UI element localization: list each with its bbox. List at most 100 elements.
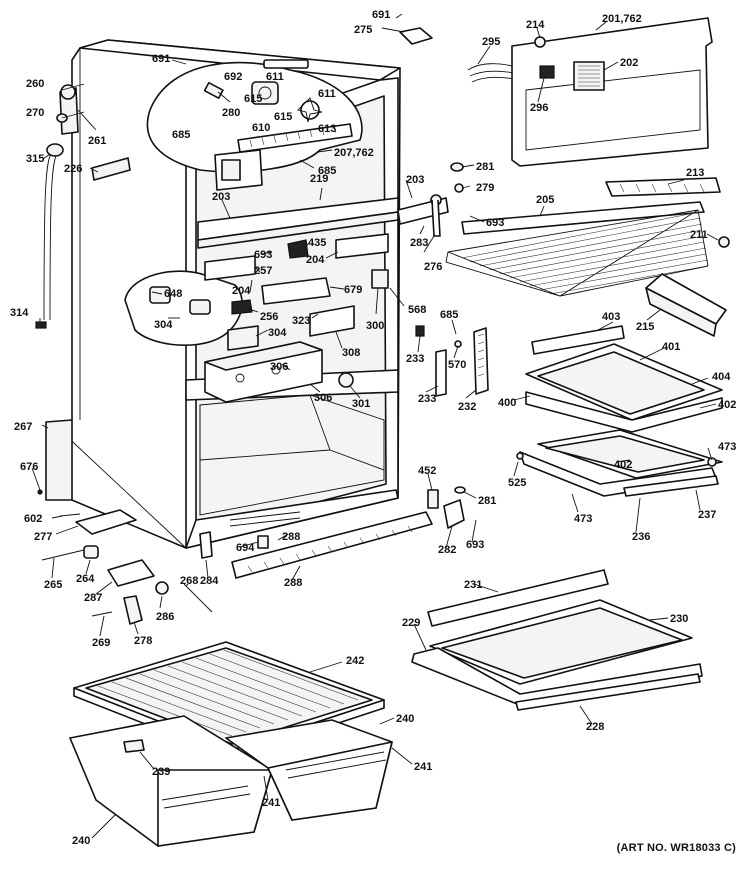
door-bin [645, 273, 727, 337]
callout-611-a: 611 [266, 71, 284, 83]
freezer-evaporator-area [146, 59, 363, 191]
callout-648: 648 [164, 288, 182, 300]
callout-692: 692 [224, 71, 242, 83]
callout-691-top: 691 [372, 9, 390, 21]
callout-231: 231 [464, 579, 482, 591]
control-housing [204, 233, 389, 403]
callout-568: 568 [408, 304, 426, 316]
callout-219: 219 [310, 173, 328, 185]
callout-239: 239 [152, 766, 170, 778]
lower-left-hardware [37, 489, 213, 625]
callout-276: 276 [424, 261, 442, 273]
callout-281-b: 281 [478, 495, 496, 507]
callout-570: 570 [448, 359, 466, 371]
callout-404: 404 [712, 371, 731, 383]
callout-676: 676 [20, 461, 38, 473]
callout-232: 232 [458, 401, 476, 413]
callout-277: 277 [34, 531, 52, 543]
callout-685-a: 685 [172, 129, 190, 141]
callout-685-b: 685 [318, 165, 336, 177]
wire-shelf [445, 201, 730, 297]
callout-213: 213 [686, 167, 704, 179]
callout-693-b: 693 [254, 249, 272, 261]
freezer-rail [197, 197, 399, 249]
callout-228: 228 [586, 721, 604, 733]
callout-693-c: 693 [466, 539, 484, 551]
callout-694: 694 [236, 542, 255, 554]
callout-315: 315 [26, 153, 44, 165]
shelf-supports [415, 325, 489, 397]
callout-296: 296 [530, 102, 548, 114]
callout-204-b: 204 [232, 285, 251, 297]
callout-304-b: 304 [268, 327, 287, 339]
callout-300: 300 [366, 320, 384, 332]
callout-257: 257 [254, 265, 272, 277]
callout-613: 613 [318, 123, 336, 135]
callout-306-b: 306 [314, 392, 332, 404]
callout-306-a: 306 [270, 361, 288, 373]
callout-205: 205 [536, 194, 554, 206]
callout-256: 256 [260, 311, 278, 323]
callout-400: 400 [498, 397, 516, 409]
callout-260: 260 [26, 78, 44, 90]
glass-shelf [411, 569, 703, 711]
callout-685-c: 685 [440, 309, 458, 321]
callout-237: 237 [698, 509, 716, 521]
callout-278: 278 [134, 635, 152, 647]
callout-402-b: 402 [614, 459, 632, 471]
callout-240-a: 240 [396, 713, 414, 725]
callout-203-a: 203 [212, 191, 230, 203]
art-number: (ART NO. WR18033 C) [616, 842, 736, 854]
callout-452: 452 [418, 465, 436, 477]
callout-288-b: 288 [284, 577, 302, 589]
callout-229: 229 [402, 617, 420, 629]
callout-323: 323 [292, 315, 310, 327]
callout-611-b: 611 [318, 88, 336, 100]
leader-lines [31, 13, 719, 839]
callout-211: 211 [690, 229, 708, 241]
callout-301: 301 [352, 398, 370, 410]
callout-308: 308 [342, 347, 360, 359]
callout-281-a: 281 [476, 161, 494, 173]
top-hinge [397, 27, 464, 237]
callout-264: 264 [76, 573, 95, 585]
callout-295: 295 [482, 36, 500, 48]
callout-615-b: 615 [274, 111, 292, 123]
callout-233-b: 233 [418, 393, 436, 405]
callout-214: 214 [526, 19, 545, 31]
callout-691-left: 691 [152, 53, 170, 65]
callout-268: 268 [180, 575, 198, 587]
callout-525: 525 [508, 477, 526, 489]
callout-207-762: 207,762 [334, 147, 374, 159]
callout-201-762: 201,762 [602, 13, 642, 25]
callout-230: 230 [670, 613, 688, 625]
callout-233-a: 233 [406, 353, 424, 365]
callout-241-a: 241 [262, 797, 280, 809]
callout-275: 275 [354, 24, 372, 36]
callout-242: 242 [346, 655, 364, 667]
crisper-drawers [69, 715, 393, 847]
callout-435: 435 [308, 237, 326, 249]
callout-693-a: 693 [486, 217, 504, 229]
callout-473-b: 473 [574, 513, 592, 525]
callout-215: 215 [636, 321, 654, 333]
callout-284: 284 [200, 575, 219, 587]
callout-labels: 691 275 214 201,762 295 202 296 691 692 … [10, 9, 736, 847]
callout-304-a: 304 [154, 319, 173, 331]
callout-314: 314 [10, 307, 29, 319]
callout-269: 269 [92, 637, 110, 649]
water-tubing [35, 84, 131, 329]
callout-265: 265 [44, 579, 62, 591]
callout-602: 602 [24, 513, 42, 525]
callout-236: 236 [632, 531, 650, 543]
base-grille [199, 511, 433, 579]
callout-203-b: 203 [406, 174, 424, 186]
callout-270: 270 [26, 107, 44, 119]
callout-283: 283 [410, 237, 428, 249]
callout-610: 610 [252, 122, 270, 134]
callout-267: 267 [14, 421, 32, 433]
callout-402-a: 402 [718, 399, 736, 411]
callout-287: 287 [84, 592, 102, 604]
